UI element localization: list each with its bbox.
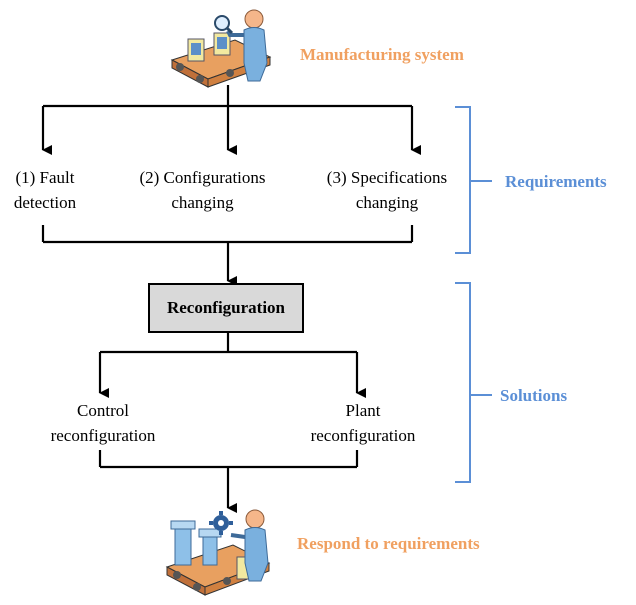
requirement-1-line2: detection	[13, 193, 77, 212]
reconfiguration-box: Reconfiguration	[148, 283, 304, 333]
requirement-1-line1: (1) Fault	[15, 168, 75, 187]
requirement-3-line2: changing	[355, 193, 419, 212]
requirement-3-line1: (3) Specifications	[326, 168, 448, 187]
requirement-specifications-changing: (3) Specifications changing	[312, 165, 462, 215]
manufacturing-system-label: Manufacturing system	[300, 45, 464, 64]
solution-2-line1: Plant	[345, 401, 381, 420]
solution-1-line1: Control	[77, 401, 129, 420]
worker-repairing-conveyor-icon	[165, 509, 271, 596]
solutions-label: Solutions	[500, 386, 568, 405]
worker-inspecting-conveyor-icon	[170, 9, 272, 88]
requirement-2-line2: changing	[171, 193, 234, 212]
requirement-fault-detection: (1) Fault detection	[0, 165, 90, 215]
solution-plant-reconfiguration: Plant reconfiguration	[303, 398, 423, 448]
solution-2-line2: reconfiguration	[310, 426, 416, 445]
requirement-configurations-changing: (2) Configurations changing	[125, 165, 280, 215]
reconfiguration-label: Reconfiguration	[166, 298, 286, 317]
respond-to-requirements-label: Respond to requirements	[297, 534, 480, 553]
requirement-2-line1: (2) Configurations	[139, 168, 266, 187]
requirements-label: Requirements	[505, 172, 607, 191]
solution-1-line2: reconfiguration	[50, 426, 156, 445]
solution-control-reconfiguration: Control reconfiguration	[48, 398, 158, 448]
